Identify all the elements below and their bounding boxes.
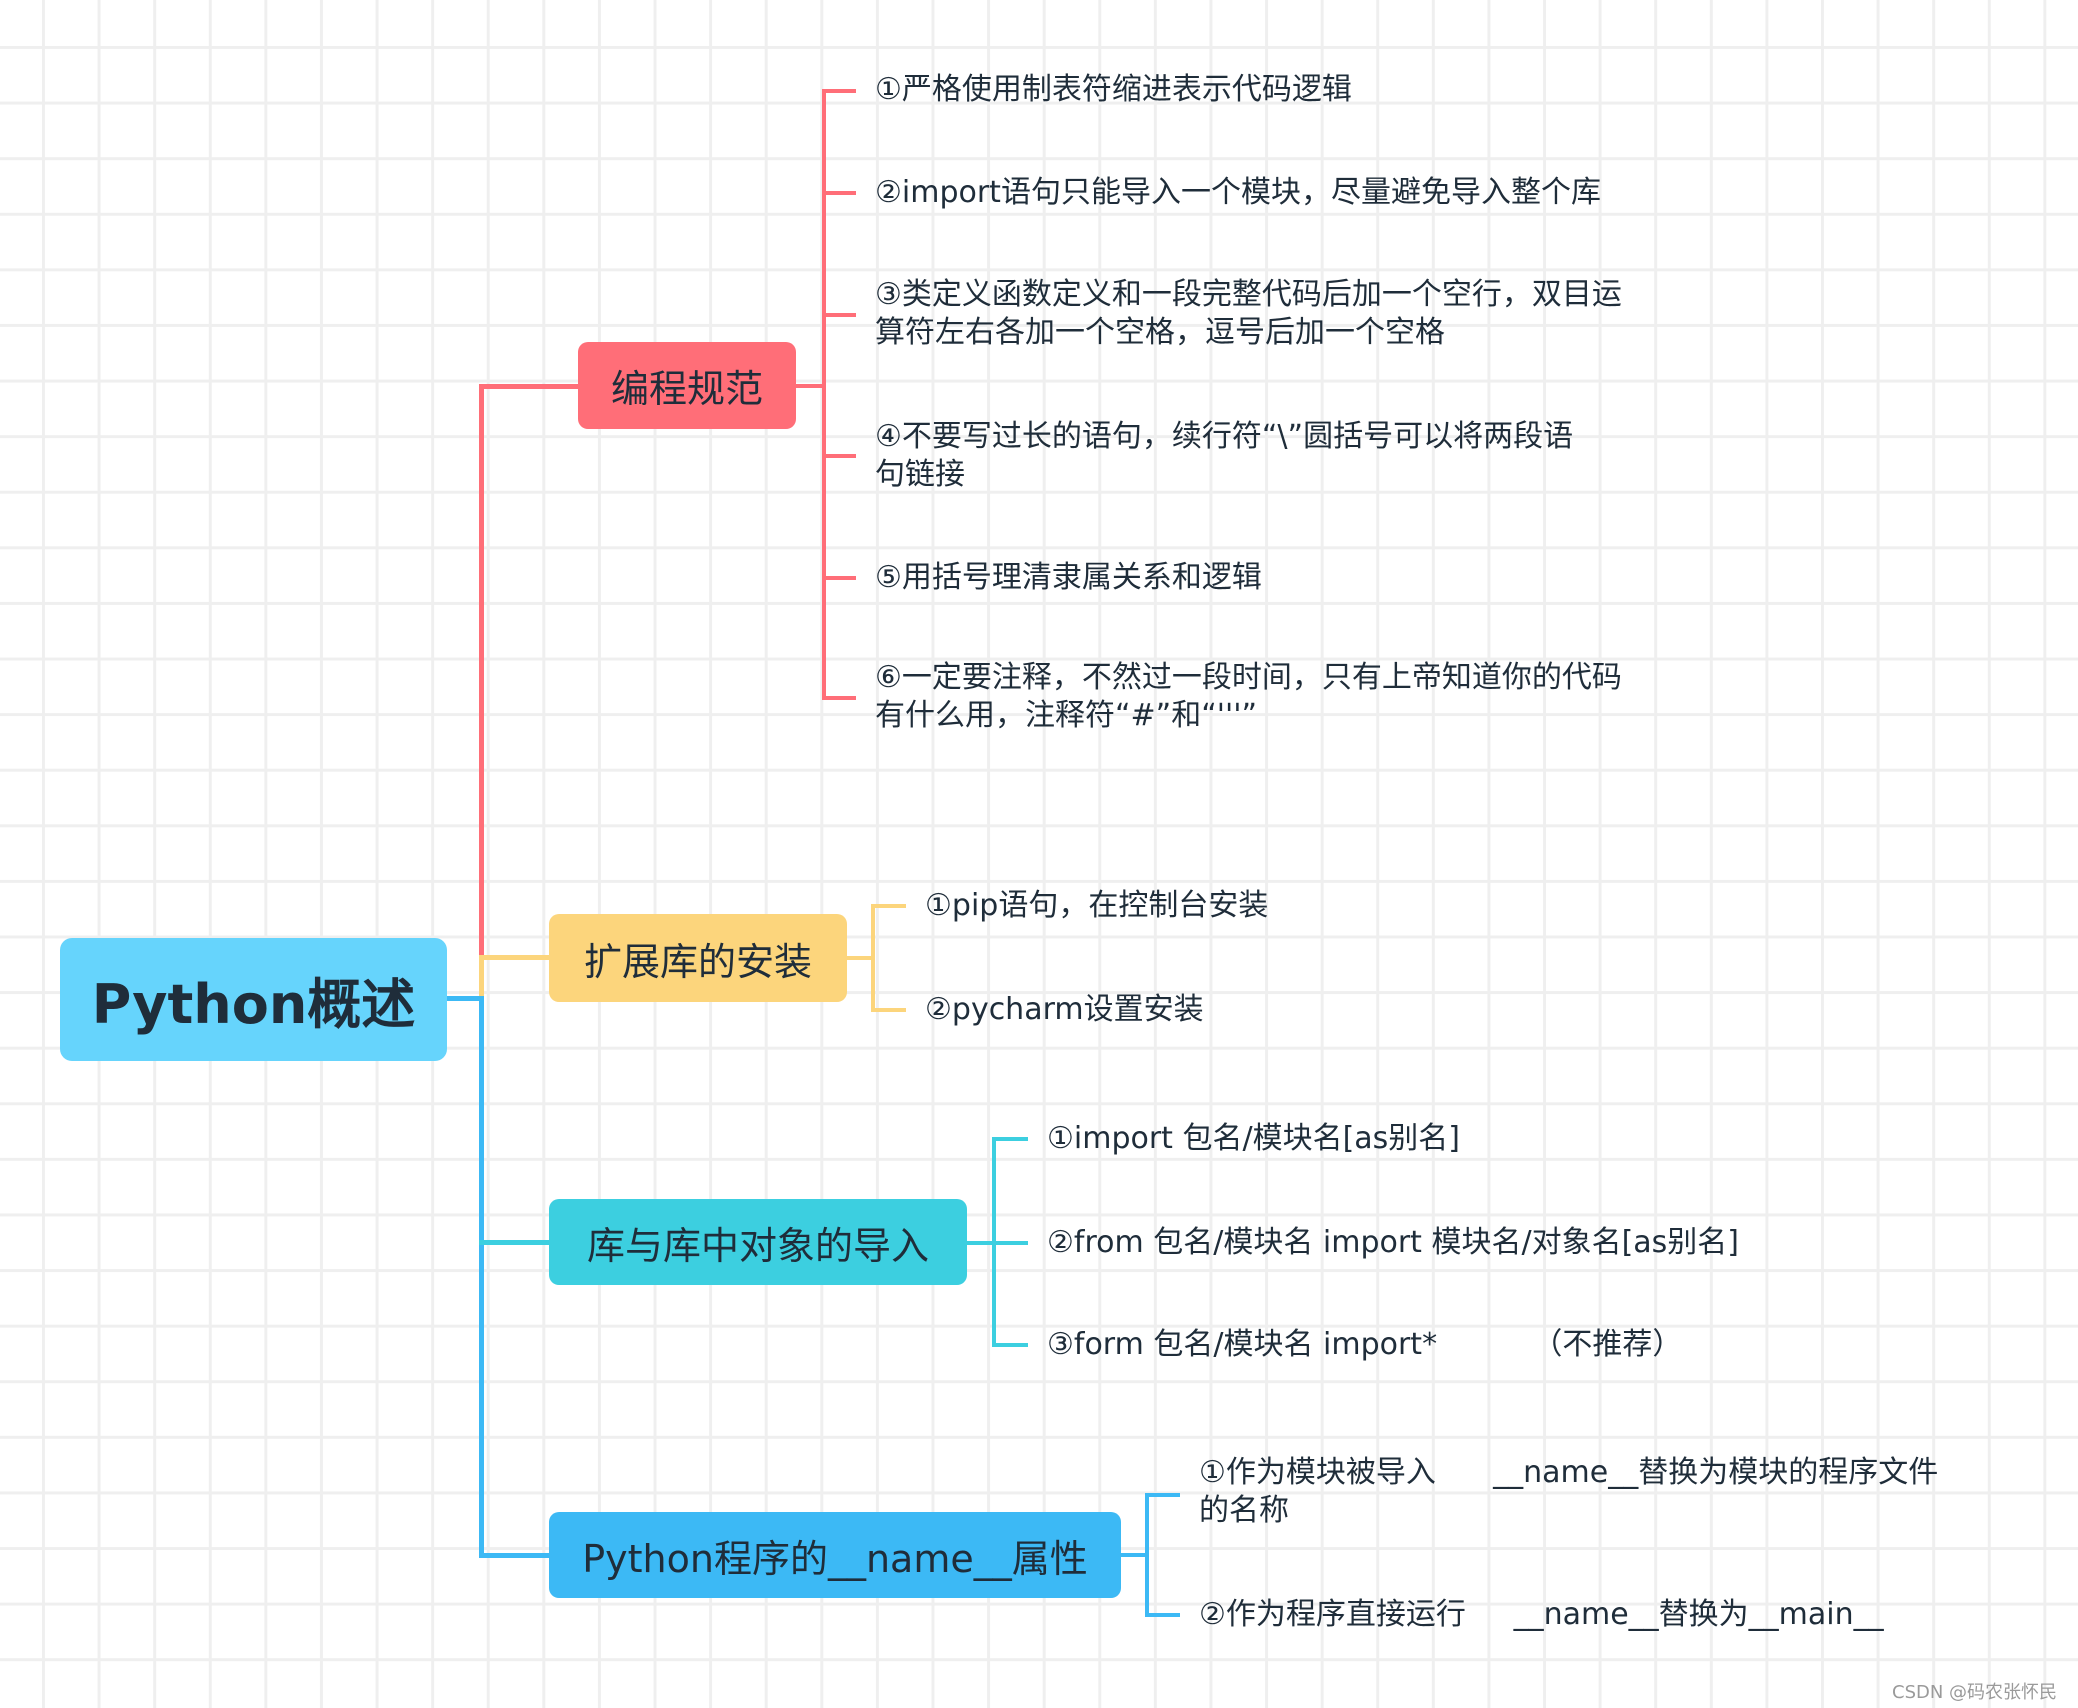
branch-label: Python程序的__name__属性 [582,1536,1088,1581]
leaf-text: 有什么用，注释符“#”和“'''” [875,698,1258,733]
leaf-text: ⑥一定要注释，不然过一段时间，只有上帝知道你的代码 [875,660,1622,695]
trunk-line-lower [479,996,484,1557]
leaf-text: ②pycharm设置安装 [925,992,1204,1027]
leaf-text: ①严格使用制表符缩进表示代码逻辑 [875,72,1352,107]
bracket-stem [796,384,826,388]
leaf-node[interactable]: ③form 包名/模块名 import* （不推荐） [1047,1326,1682,1364]
leaf-node[interactable]: ①pip语句，在控制台安装 [925,887,1268,925]
leaf-text: ④不要写过长的语句，续行符“\”圆括号可以将两段语 [875,419,1574,454]
connector-style [479,384,579,389]
connector-import [479,1240,551,1245]
bracket-tick [992,1241,1028,1245]
branch-label: 编程规范 [610,367,763,411]
bracket-tick [1145,1613,1180,1617]
leaf-node[interactable]: ②from 包名/模块名 import 模块名/对象名[as别名] [1047,1224,1739,1262]
trunk-line-install [479,955,484,1000]
leaf-text: 算符左右各加一个空格，逗号后加一个空格 [875,315,1445,350]
bracket-tick [1145,1493,1180,1497]
bracket-stem [1121,1553,1149,1557]
branch-node-name[interactable]: Python程序的__name__属性 [549,1512,1121,1598]
leaf-node[interactable]: ①严格使用制表符缩进表示代码逻辑 [875,71,1352,109]
bracket-line-style [822,89,826,700]
leaf-text: ③form 包名/模块名 import* （不推荐） [1047,1327,1683,1362]
leaf-text: ①pip语句，在控制台安装 [925,888,1269,923]
leaf-node[interactable]: ④不要写过长的语句，续行符“\”圆括号可以将两段语句链接 [875,418,1573,494]
leaf-node[interactable]: ②作为程序直接运行 __name__替换为__main__ [1199,1596,1884,1634]
bracket-tick [822,313,856,317]
leaf-text: ②作为程序直接运行 __name__替换为__main__ [1199,1597,1884,1632]
leaf-text: ⑤用括号理清隶属关系和逻辑 [875,560,1262,595]
connector-name [479,1553,551,1558]
leaf-node[interactable]: ③类定义函数定义和一段完整代码后加一个空行，双目运算符左右各加一个空格，逗号后加… [875,276,1622,352]
leaf-node[interactable]: ⑥一定要注释，不然过一段时间，只有上帝知道你的代码有什么用，注释符“#”和“''… [875,659,1622,735]
bracket-tick [822,89,856,93]
trunk-line-style [479,384,484,957]
leaf-text: 句链接 [875,457,965,492]
leaf-node[interactable]: ②import语句只能导入一个模块，尽量避免导入整个库 [875,174,1601,212]
branch-node-style[interactable]: 编程规范 [578,342,796,429]
watermark: CSDN @码农张怀民 [1892,1682,2058,1703]
leaf-node[interactable]: ②pycharm设置安装 [925,991,1204,1029]
bracket-stem [967,1241,996,1245]
bracket-tick [822,454,856,458]
bracket-line-install [871,904,875,1012]
branch-node-import[interactable]: 库与库中对象的导入 [549,1199,967,1285]
bracket-tick [992,1137,1028,1141]
leaf-text: ①作为模块被导入 __name__替换为模块的程序文件 [1199,1455,1939,1490]
bracket-tick [992,1343,1028,1347]
root-label: Python概述 [91,973,416,1036]
branch-node-install[interactable]: 扩展库的安装 [549,914,847,1002]
branch-label: 扩展库的安装 [583,939,812,984]
branch-label: 库与库中对象的导入 [586,1223,929,1268]
bracket-tick [822,191,856,195]
leaf-node[interactable]: ⑤用括号理清隶属关系和逻辑 [875,559,1262,597]
bracket-stem [847,956,875,960]
leaf-text: ③类定义函数定义和一段完整代码后加一个空行，双目运 [875,277,1622,312]
bracket-tick [871,1008,906,1012]
connector-install [479,955,551,960]
bracket-tick [871,904,906,908]
leaf-text: ②import语句只能导入一个模块，尽量避免导入整个库 [875,175,1601,210]
leaf-text: ②from 包名/模块名 import 模块名/对象名[as别名] [1047,1225,1740,1260]
leaf-node[interactable]: ①作为模块被导入 __name__替换为模块的程序文件的名称 [1199,1454,1938,1530]
leaf-text: 的名称 [1199,1493,1289,1528]
root-node[interactable]: Python概述 [60,938,447,1061]
bracket-tick [822,696,856,700]
bracket-tick [822,576,856,580]
leaf-text: ①import 包名/模块名[as别名] [1047,1121,1461,1156]
leaf-node[interactable]: ①import 包名/模块名[as别名] [1047,1120,1460,1158]
bracket-line-name [1145,1493,1149,1617]
root-connector [447,996,483,1001]
